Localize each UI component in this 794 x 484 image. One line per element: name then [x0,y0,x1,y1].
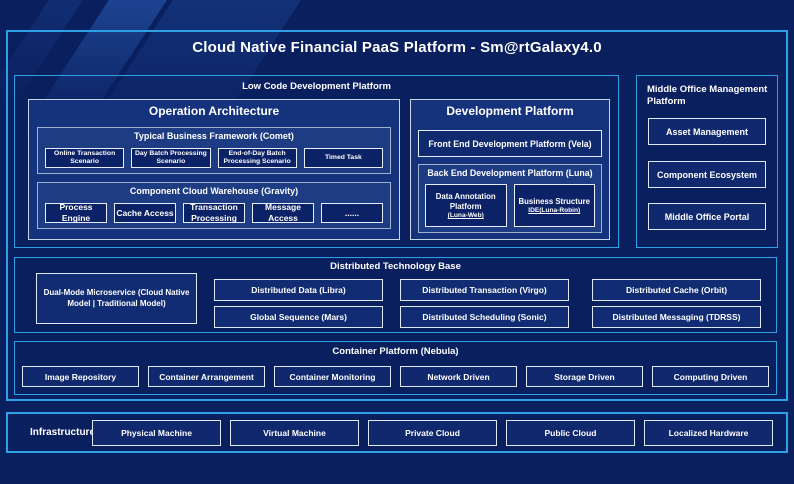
tool-name: Data Annotation Platform [435,191,496,211]
localized-hardware-box: Localized Hardware [644,419,773,446]
low-code-panel-title: Low Code Development Platform [242,81,391,92]
business-structure-ide-box: Business Structure IDE(Luna-Robin) [513,184,595,227]
component-cloud-warehouse-title: Component Cloud Warehouse (Gravity) [129,186,299,196]
distributed-technology-base-title: Distributed Technology Base [330,261,461,272]
business-scenario-box: Timed Task [303,148,383,168]
front-end-development-platform-box: Front End Development Platform (Vela) [418,130,602,157]
distributed-cache-box: Distributed Cache (Orbit) [592,279,761,301]
business-scenario-box: End-of-Day Batch Processing Scenario [217,148,297,168]
component-cloud-warehouse-panel: Component Cloud Warehouse (Gravity) Proc… [37,182,391,229]
business-scenario-box: Online Transaction Scenario [45,148,125,168]
component-box: Message Access [252,202,314,223]
platform-root-panel: Cloud Native Financial PaaS Platform - S… [6,30,788,401]
computing-driven-box: Computing Driven [652,366,769,387]
container-platform-title: Container Platform (Nebula) [332,346,459,357]
distributed-scheduling-box: Distributed Scheduling (Sonic) [400,306,569,328]
development-platform-panel: Development Platform Front End Developme… [410,99,610,240]
typical-business-framework-panel: Typical Business Framework (Comet) Onlin… [37,127,391,174]
image-repository-box: Image Repository [22,366,139,387]
distributed-technology-base-panel: Distributed Technology Base Dual-Mode Mi… [14,257,777,333]
private-cloud-box: Private Cloud [368,419,497,446]
infrastructure-panel: Infrastructure Physical Machine Virtual … [6,412,788,453]
infrastructure-row: Physical Machine Virtual Machine Private… [92,419,773,446]
network-driven-box: Network Driven [400,366,517,387]
public-cloud-box: Public Cloud [506,419,635,446]
distributed-messaging-box: Distributed Messaging (TDRSS) [592,306,761,328]
tool-code: IDE(Luna-Robin) [528,207,581,215]
back-end-development-platform-title: Back End Development Platform (Luna) [427,168,593,178]
virtual-machine-box: Virtual Machine [230,419,359,446]
distributed-data-box: Distributed Data (Libra) [214,279,383,301]
tool-code: (Luna-Web) [447,212,484,220]
distributed-transaction-box: Distributed Transaction (Virgo) [400,279,569,301]
component-box: Cache Access [114,203,176,223]
component-box: ...... [321,203,383,223]
component-ecosystem-box: Component Ecosystem [648,161,766,188]
component-box: Transaction Processing [183,202,245,223]
development-platform-title: Development Platform [446,104,574,118]
page-title: Cloud Native Financial PaaS Platform - S… [192,39,602,56]
component-cloud-warehouse-row: Process Engine Cache Access Transaction … [45,202,383,223]
tool-name: Business Structure [518,196,591,206]
infrastructure-label: Infrastructure [30,427,96,438]
middle-office-management-platform-panel: Middle Office Management Platform Asset … [636,75,778,248]
business-scenario-box: Day Batch Processing Scenario [131,148,211,168]
back-end-development-platform-panel: Back End Development Platform (Luna) Dat… [418,164,602,233]
dual-mode-microservice-box: Dual-Mode Microservice (Cloud Native Mod… [36,273,197,324]
storage-driven-box: Storage Driven [526,366,643,387]
middle-office-title: Middle Office Management Platform [647,84,768,108]
operation-architecture-panel: Operation Architecture Typical Business … [28,99,400,240]
operation-architecture-title: Operation Architecture [148,104,280,118]
physical-machine-box: Physical Machine [92,419,221,446]
container-monitoring-box: Container Monitoring [274,366,391,387]
back-end-tools-row: Data Annotation Platform (Luna-Web) Busi… [425,184,595,227]
global-sequence-box: Global Sequence (Mars) [214,306,383,328]
component-box: Process Engine [45,202,107,223]
low-code-development-platform-panel: Low Code Development Platform Operation … [14,75,619,248]
container-arrangement-box: Container Arrangement [148,366,265,387]
container-platform-row: Image Repository Container Arrangement C… [22,366,769,387]
data-annotation-platform-box: Data Annotation Platform (Luna-Web) [425,184,507,227]
typical-business-framework-row: Online Transaction Scenario Day Batch Pr… [45,148,383,168]
typical-business-framework-title: Typical Business Framework (Comet) [134,131,294,141]
asset-management-box: Asset Management [648,118,766,145]
container-platform-panel: Container Platform (Nebula) Image Reposi… [14,341,777,395]
middle-office-portal-box: Middle Office Portal [648,203,766,230]
